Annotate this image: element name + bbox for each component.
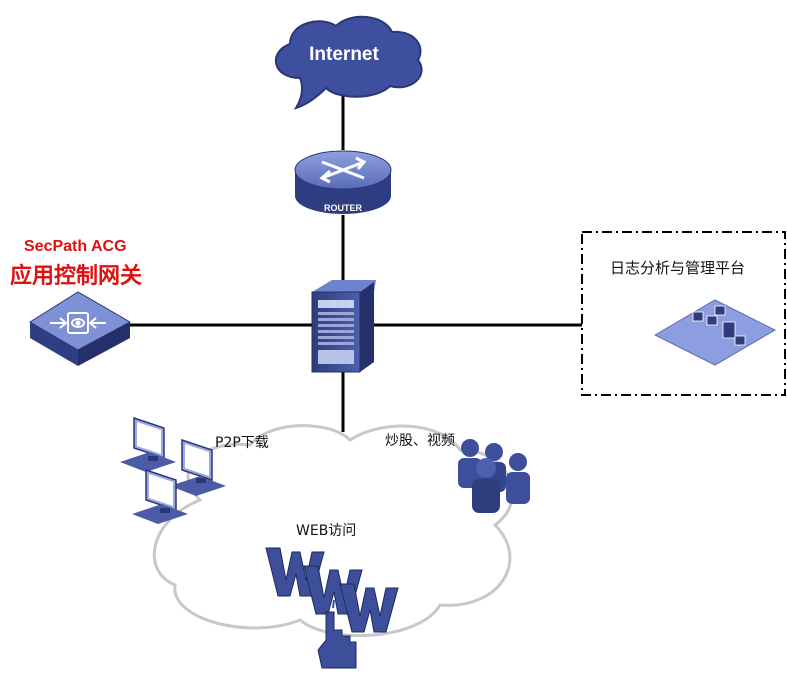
- stock-video-label: 炒股、视频: [385, 433, 455, 449]
- links: [130, 95, 582, 432]
- www-icon: [265, 547, 399, 633]
- pc-icon: [170, 438, 226, 496]
- log-platform-label: 日志分析与管理平台: [610, 259, 746, 277]
- user-icon: [506, 453, 530, 504]
- acg-name-en: SecPath ACG: [24, 238, 127, 255]
- router: ROUTER: [294, 150, 392, 214]
- internet-cloud: Internet: [274, 15, 423, 110]
- p2p-download-label: P2P下载: [215, 435, 269, 451]
- log-platform-icon: [653, 299, 777, 366]
- lan-cloud: [152, 424, 514, 638]
- acg-name-zh: 应用控制网关: [10, 264, 143, 289]
- internet-label: Internet: [309, 44, 379, 65]
- pc-icon: [132, 468, 188, 524]
- user-icon: [472, 458, 500, 513]
- pointer-hand-icon: [313, 597, 357, 669]
- core-switch: [311, 280, 376, 373]
- log-platform-box: [581, 231, 786, 396]
- web-access-label: WEB访问: [296, 523, 357, 539]
- acg-device: [29, 291, 132, 366]
- eye-icon: [50, 312, 106, 334]
- pc-group: [120, 416, 226, 524]
- pc-icon: [120, 416, 176, 472]
- users-group: [458, 439, 530, 513]
- router-arrows-icon: [319, 156, 367, 184]
- router-label: ROUTER: [324, 203, 363, 213]
